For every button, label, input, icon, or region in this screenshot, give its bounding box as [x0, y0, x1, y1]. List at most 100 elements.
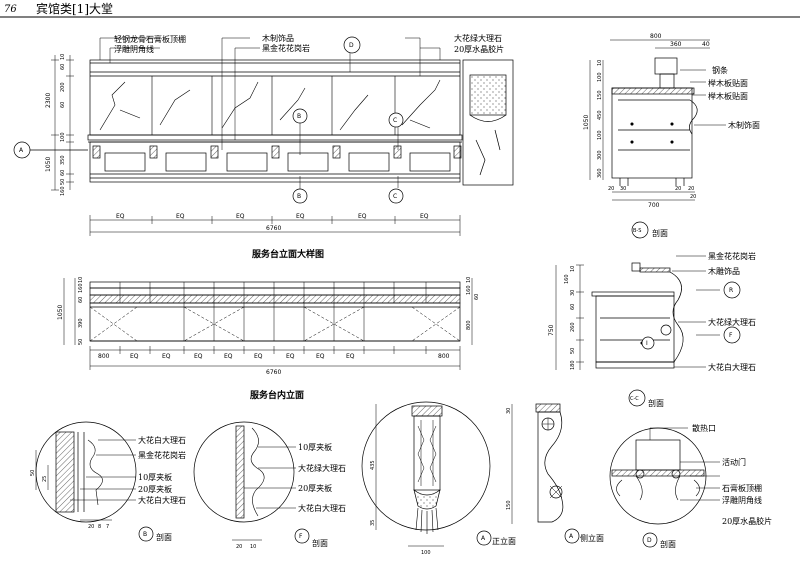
dim-text: 50	[60, 179, 66, 185]
dim-text: 800	[466, 320, 472, 330]
dim-text: 1050	[45, 157, 52, 172]
title-detail-f: 剖面	[312, 538, 328, 548]
label-ceiling: 轻钢龙骨石膏板顶棚	[114, 34, 186, 44]
marker-f: F	[729, 332, 733, 339]
counter-openings	[104, 152, 451, 172]
dim-text: 10	[570, 266, 576, 272]
dim-text: 60	[474, 294, 480, 300]
label-plywood-20: 20厚夹板	[138, 484, 172, 494]
dim-text: 20	[688, 186, 694, 192]
dim-text: 50	[570, 348, 576, 354]
label-beech-veneer: 榉木板贴面	[708, 91, 748, 101]
section-bs-text: 钢条 榉木板贴面 榉木板贴面 木制饰面 800 360 40 10 100 15…	[583, 33, 760, 238]
front-leaders	[99, 37, 441, 190]
dim-text: 450	[597, 110, 603, 120]
dim-text: 10	[466, 277, 472, 283]
marker-c: C	[393, 117, 397, 124]
detail-a-side-text: 30 150 A 侧立面	[506, 408, 604, 543]
dim-text: 260	[570, 322, 576, 332]
dim-text: 435	[370, 460, 376, 470]
front-marker-text: A D B C B C	[19, 42, 397, 200]
marker-a: A	[481, 535, 486, 542]
dim-text: 50	[30, 470, 36, 476]
label-crystal-film: 20厚水晶胶片	[722, 516, 772, 526]
marker-b: B	[297, 193, 301, 200]
dim-text: 200	[60, 82, 66, 92]
front-markers	[13, 36, 404, 204]
dim-text: 160	[466, 285, 472, 295]
dim-text: 350	[60, 155, 66, 165]
title-section-bs: 剖面	[652, 228, 668, 238]
dim-text: 160	[78, 283, 84, 293]
label-crystal-film: 20厚水晶胶片	[454, 44, 504, 54]
front-dim-text: 10 60 200 60 100 350 60 50 160 2300 1050…	[45, 54, 429, 232]
section-cc-text: 黑金花花岗岩 木雕饰品 大花绿大理石 大花白大理石 10 160 30 60 2…	[548, 251, 756, 408]
dim-text: 100	[60, 132, 66, 142]
dim-text: 20	[608, 186, 614, 192]
dim-text: 40	[702, 41, 710, 48]
marker-d: D	[647, 537, 652, 544]
dim-text: 360	[670, 41, 682, 48]
marker-f: F	[299, 533, 303, 540]
label-beech-veneer: 榉木板贴面	[708, 78, 748, 88]
dim-text: EQ	[286, 353, 295, 360]
dim-text: 35	[370, 520, 376, 526]
section-bs	[589, 39, 726, 239]
dim-text: 10	[597, 60, 603, 66]
dim-text: 30	[506, 408, 512, 414]
label-black-granite: 黑金花花岗岩	[262, 43, 310, 53]
label-vent: 散热口	[692, 423, 716, 433]
carved-brackets	[92, 145, 462, 159]
dim-text: 7	[106, 524, 109, 530]
front-dims-left	[51, 55, 74, 191]
label-wood-finish: 木制饰面	[728, 120, 760, 130]
dim-text: 2300	[45, 93, 52, 108]
dim-text: 20	[236, 544, 242, 550]
detail-b	[35, 421, 154, 542]
label-green-marble: 大花绿大理石	[298, 463, 346, 473]
label-white-marble: 大花白大理石	[138, 495, 186, 505]
dim-text: 700	[648, 202, 660, 209]
title-front-elevation: 服务台立面大样图	[252, 248, 324, 260]
dim-text: EQ	[358, 213, 367, 220]
marker-r: R	[729, 287, 733, 294]
dim-text: 800	[98, 353, 110, 360]
dim-text: 180	[570, 360, 576, 370]
label-molding: 浮雕阴角线	[114, 44, 154, 54]
inner-elevation	[63, 278, 473, 370]
page-title: 宾馆类[1]大堂	[36, 1, 113, 16]
detail-d-text: 散热口 活动门 石膏板顶棚 浮雕阴角线 20厚水晶胶片 D 剖面	[647, 423, 772, 549]
inner-dim-text: 10 160 60 390 50 1050 10 160 60 800 800 …	[57, 277, 480, 376]
dim-text: 10	[60, 54, 66, 60]
detail-a-front-text: 435 35 100 A 正立面	[370, 460, 516, 556]
label-green-marble: 大花绿大理石	[454, 33, 502, 43]
dim-text: EQ	[254, 353, 263, 360]
title-detail-b: 剖面	[156, 532, 172, 542]
label-wood-carving: 木雕饰品	[708, 266, 740, 276]
dim-text: 60	[60, 64, 66, 70]
marker-b: B	[297, 113, 301, 120]
dim-text: EQ	[420, 213, 429, 220]
marker-d: D	[349, 42, 354, 49]
dim-text: 160	[564, 274, 570, 284]
dim-text: 20	[88, 524, 94, 530]
label-black-granite: 黑金花花岗岩	[138, 450, 186, 460]
page-header: 76 宾馆类[1]大堂	[0, 1, 800, 18]
label-ceiling: 石膏板顶棚	[722, 483, 762, 493]
marker-a: A	[569, 533, 574, 540]
dim-text: 30	[570, 290, 576, 296]
label-steel-bar: 钢条	[712, 65, 728, 75]
dim-text: 60	[570, 304, 576, 310]
front-elevation	[51, 37, 514, 236]
dim-text: 8	[98, 524, 101, 530]
label-green-marble: 大花绿大理石	[708, 317, 756, 327]
dim-text: 10	[250, 544, 256, 550]
dim-text: EQ	[162, 353, 171, 360]
label-wood-ornament: 木制饰品	[262, 33, 294, 43]
label-black-granite: 黑金花花岗岩	[708, 251, 756, 261]
dim-text: 50	[78, 339, 84, 345]
dim-text: 1050	[57, 305, 64, 320]
dim-text: 390	[78, 318, 84, 328]
dim-text: 360	[597, 168, 603, 178]
detail-a-front	[361, 401, 492, 547]
